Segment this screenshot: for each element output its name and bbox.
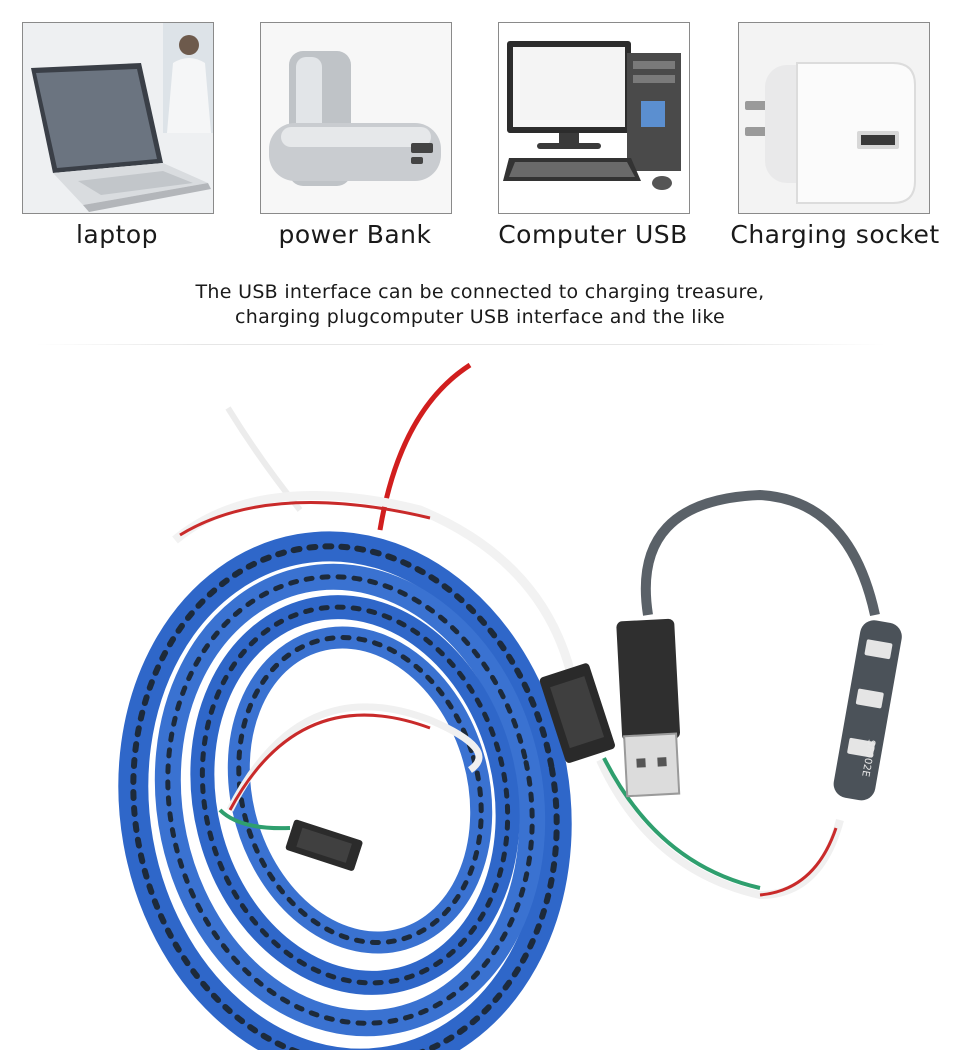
controller-green-wire: [602, 757, 761, 890]
inner-connector: [285, 819, 363, 871]
laptop-icon: [23, 23, 213, 213]
usb-cable: [640, 489, 880, 617]
note-line-2: charging plugcomputer USB interface and …: [234, 306, 725, 328]
inner-green-wire: [218, 808, 291, 831]
power-bank-icon: [261, 23, 451, 213]
computer-usb-photo: [498, 22, 690, 214]
inner-red-wire: [228, 713, 431, 811]
strip-connector: [539, 663, 615, 763]
power-bank-photo: [260, 22, 452, 214]
led-strip-product-photo: SP002E: [0, 350, 960, 1054]
sp002e-controller: SP002E: [833, 620, 902, 801]
charging-socket-photo: [738, 22, 930, 214]
usb-a-plug: [616, 618, 681, 798]
power-bank-caption: power Bank: [278, 220, 432, 249]
lead-white-wire: [172, 490, 575, 672]
inner-white-wire: [226, 703, 483, 812]
led-strip-coil: [118, 531, 572, 1054]
computer-usb-caption: Computer USB: [498, 220, 688, 249]
usb-wall-charger-icon: [739, 23, 929, 213]
laptop-photo: [22, 22, 214, 214]
divider: [35, 344, 885, 345]
charging-socket-caption: Charging socket: [730, 220, 940, 249]
desktop-computer-icon: [499, 23, 689, 213]
note-line-1: The USB interface can be connected to ch…: [195, 281, 765, 303]
controller-white-wire: [596, 758, 844, 900]
laptop-caption: laptop: [75, 220, 159, 249]
lead-red-wire: [179, 500, 431, 537]
controller-red-wire: [759, 827, 838, 897]
